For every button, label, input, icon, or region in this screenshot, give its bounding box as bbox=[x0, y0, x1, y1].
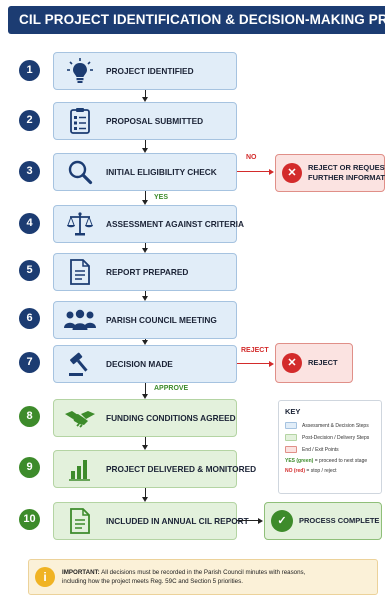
connector-7-8 bbox=[145, 383, 147, 395]
step-label: INCLUDED IN ANNUAL CIL REPORT bbox=[106, 516, 249, 526]
arrow-8-9 bbox=[142, 445, 148, 450]
arrow-2-3 bbox=[142, 148, 148, 153]
step-number-10: 10 bbox=[19, 509, 40, 530]
key-no-note: NO (red) = stop / reject bbox=[285, 468, 337, 474]
key-swatch-blue bbox=[285, 422, 297, 429]
step-number-6: 6 bbox=[19, 308, 40, 329]
people-icon bbox=[62, 302, 98, 338]
lightbulb-icon bbox=[62, 53, 98, 89]
step-label: PARISH COUNCIL MEETING bbox=[106, 315, 217, 325]
connector-9-10 bbox=[145, 488, 147, 498]
arrow-9-10 bbox=[142, 497, 148, 502]
step-funding-conditions-agreed: FUNDING CONDITIONS AGREED bbox=[53, 399, 237, 437]
arrow-5-6 bbox=[142, 296, 148, 301]
clipboard-icon bbox=[62, 103, 98, 139]
step-parish-council-meeting: PARISH COUNCIL MEETING bbox=[53, 301, 237, 339]
step-number-1: 1 bbox=[19, 60, 40, 81]
report-icon bbox=[62, 503, 98, 539]
note-text-1: All decisions must be recorded in the Pa… bbox=[99, 569, 306, 576]
gavel-icon bbox=[62, 346, 98, 382]
outcome-process-complete: ✓ PROCESS COMPLETE bbox=[264, 502, 382, 540]
key-swatch-red bbox=[285, 446, 297, 453]
step-number-5: 5 bbox=[19, 260, 40, 281]
outcome-reject: ✕ REJECT bbox=[275, 343, 353, 383]
key-item-label: Assessment & Decision Steps bbox=[302, 422, 369, 429]
step-number-2: 2 bbox=[19, 110, 40, 131]
x-circle-icon: ✕ bbox=[282, 353, 302, 373]
step-initial-eligibility-check: INITIAL ELIGIBILITY CHECK bbox=[53, 153, 237, 191]
arrow-3-4 bbox=[142, 200, 148, 205]
step-label: REPORT PREPARED bbox=[106, 267, 189, 277]
important-note: i IMPORTANT: All decisions must be recor… bbox=[28, 559, 378, 595]
connector-2-3 bbox=[145, 140, 147, 149]
key-item: End / Exit Points bbox=[285, 444, 375, 455]
no-connector bbox=[237, 171, 270, 173]
connector-8-9 bbox=[145, 437, 147, 446]
bar-chart-icon bbox=[62, 451, 98, 487]
reject-arrow bbox=[269, 360, 274, 367]
step-number-3: 3 bbox=[19, 161, 40, 182]
step-number-9: 9 bbox=[19, 457, 40, 478]
key-title: KEY bbox=[285, 407, 301, 416]
step-proposal-submitted: PROPOSAL SUBMITTED bbox=[53, 102, 237, 140]
document-icon bbox=[62, 254, 98, 290]
step-number-8: 8 bbox=[19, 406, 40, 427]
key-item: Post-Decision / Delivery Steps bbox=[285, 432, 375, 443]
arrow-7-8 bbox=[142, 394, 148, 399]
outcome-line-2: FURTHER INFORMATION bbox=[308, 173, 385, 182]
step-number-4: 4 bbox=[19, 213, 40, 234]
step-label: ASSESSMENT AGAINST CRITERIA bbox=[106, 219, 244, 229]
step-project-delivered-monitored: PROJECT DELIVERED & MONITORED bbox=[53, 450, 256, 488]
outcome-complete-label: PROCESS COMPLETE bbox=[299, 516, 380, 525]
connector-5-6 bbox=[145, 291, 147, 297]
outcome-reject-or-request: ✕ REJECT OR REQUEST FURTHER INFORMATION bbox=[275, 154, 385, 192]
x-circle-icon: ✕ bbox=[282, 163, 302, 183]
key-swatch-green bbox=[285, 434, 297, 441]
key-item-label: Post-Decision / Delivery Steps bbox=[302, 434, 370, 441]
key-item-label: End / Exit Points bbox=[302, 446, 339, 453]
step-number-7: 7 bbox=[19, 352, 40, 373]
key-yes-note: YES (green) = proceed to next stage bbox=[285, 458, 368, 464]
step-project-identified: PROJECT IDENTIFIED bbox=[53, 52, 237, 90]
step-label: PROJECT IDENTIFIED bbox=[106, 66, 194, 76]
key-item: Assessment & Decision Steps bbox=[285, 420, 375, 431]
step-label: DECISION MADE bbox=[106, 359, 173, 369]
yes-label: YES bbox=[154, 194, 169, 201]
step-label: INITIAL ELIGIBILITY CHECK bbox=[106, 167, 217, 177]
note-text-2: including how the project meets Reg. 59C… bbox=[62, 578, 243, 585]
outcome-reject-label: REJECT bbox=[308, 358, 338, 367]
arrow-4-5 bbox=[142, 248, 148, 253]
step-assessment-against-criteria: ASSESSMENT AGAINST CRITERIA bbox=[53, 205, 244, 243]
approve-label: APPROVE bbox=[154, 385, 189, 392]
magnifier-icon bbox=[62, 154, 98, 190]
page-title: CIL PROJECT IDENTIFICATION & DECISION-MA… bbox=[8, 6, 385, 34]
check-circle-icon: ✓ bbox=[271, 510, 293, 532]
scales-icon bbox=[62, 206, 98, 242]
no-arrow bbox=[269, 168, 274, 175]
arrow-6-7 bbox=[142, 340, 148, 345]
note-bold: IMPORTANT: bbox=[62, 569, 100, 576]
step-label: PROJECT DELIVERED & MONITORED bbox=[106, 464, 257, 474]
complete-connector bbox=[237, 520, 259, 522]
step-report-prepared: REPORT PREPARED bbox=[53, 253, 237, 291]
connector-4-5 bbox=[145, 243, 147, 249]
step-label: FUNDING CONDITIONS AGREED bbox=[106, 413, 236, 423]
no-label: NO bbox=[246, 154, 257, 161]
info-icon: i bbox=[35, 567, 55, 587]
reject-connector bbox=[237, 363, 270, 365]
complete-arrow bbox=[258, 517, 263, 524]
step-decision-made: DECISION MADE bbox=[53, 345, 237, 383]
arrow-1-2 bbox=[142, 97, 148, 102]
handshake-icon bbox=[62, 400, 98, 436]
connector-3-4 bbox=[145, 191, 147, 201]
reject-label: REJECT bbox=[241, 347, 269, 354]
legend-key: KEY Assessment & Decision Steps Post-Dec… bbox=[278, 400, 382, 494]
outcome-line-1: REJECT OR REQUEST bbox=[308, 163, 385, 172]
connector-1-2 bbox=[145, 90, 147, 98]
step-included-in-annual-cil-report: INCLUDED IN ANNUAL CIL REPORT bbox=[53, 502, 249, 540]
step-label: PROPOSAL SUBMITTED bbox=[106, 116, 204, 126]
